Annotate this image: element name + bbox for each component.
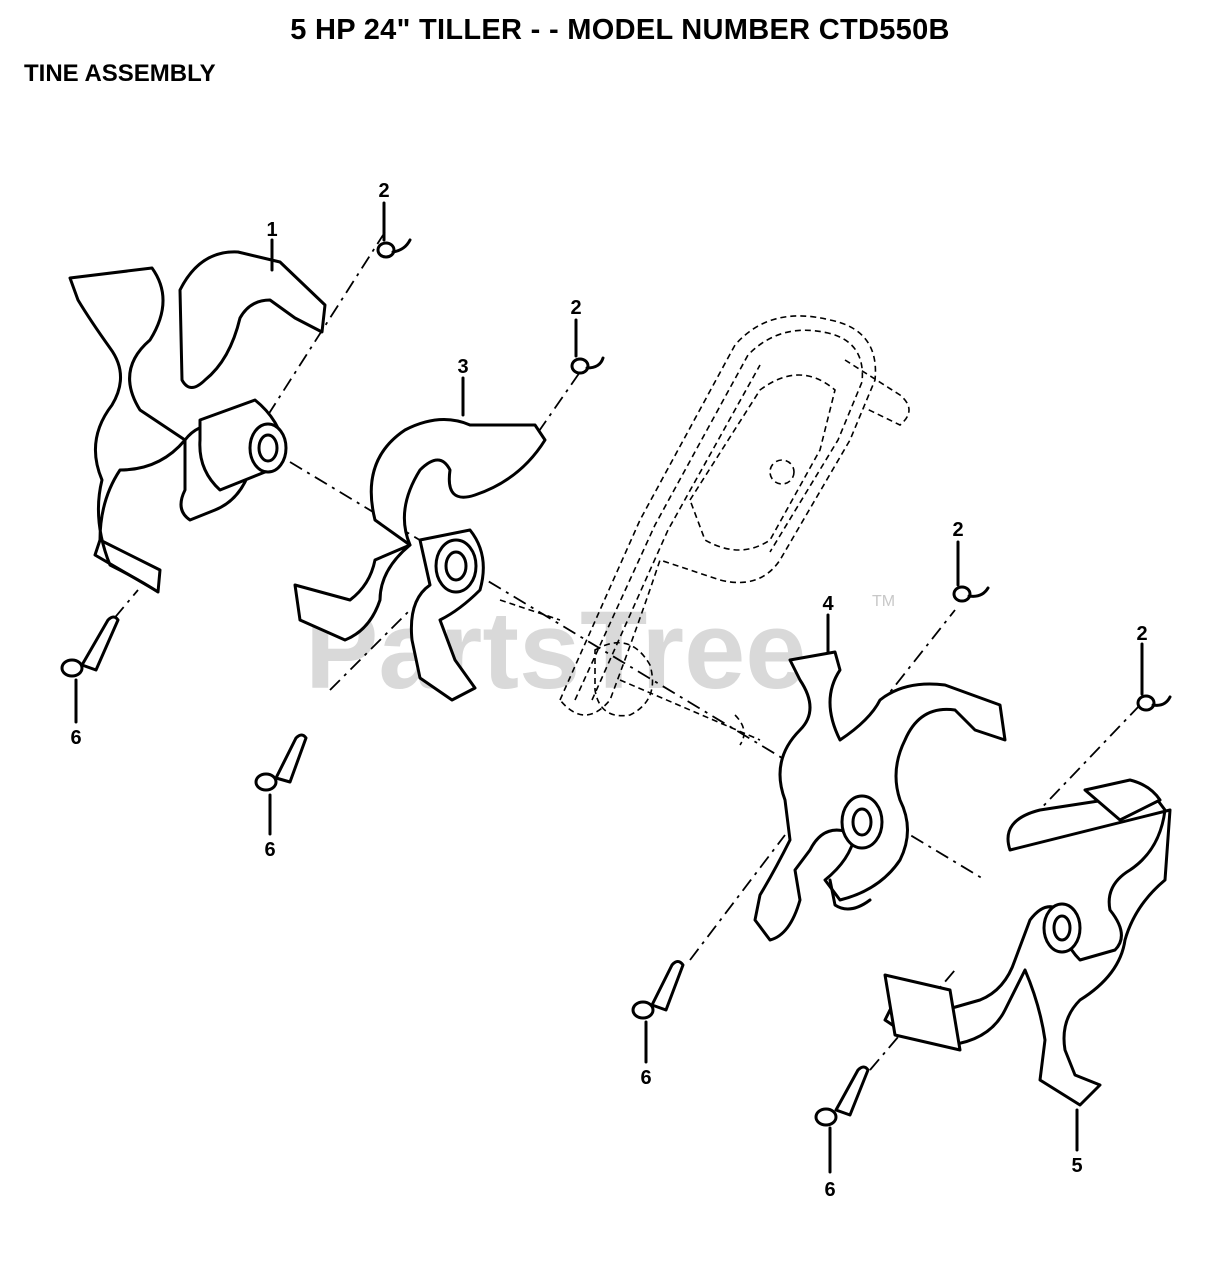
callout-6c: 6 (640, 1067, 651, 1089)
tine-part-4 (753, 650, 1007, 942)
tine-part-1 (68, 250, 327, 594)
bolt-axis-3 (329, 609, 411, 691)
bolt-b (254, 733, 308, 792)
watermark-tm: TM (872, 593, 895, 610)
callout-4: 4 (822, 593, 834, 615)
callout-2c: 2 (952, 519, 963, 541)
leader-lines (74, 201, 1144, 1174)
callout-3: 3 (457, 356, 468, 378)
pin-axis-5 (1029, 704, 1141, 821)
bolt-axis-4 (689, 834, 786, 961)
callout-1: 1 (266, 219, 277, 241)
clevis-pin-b (570, 356, 605, 375)
pin-axis-4 (859, 609, 956, 731)
clevis-pin-a (376, 238, 412, 259)
pin-axis-1 (267, 231, 386, 416)
callout-6a: 6 (70, 727, 81, 749)
callout-2b: 2 (570, 297, 581, 319)
bolt-a (60, 615, 120, 678)
callout-5: 5 (1071, 1155, 1082, 1177)
clevis-pin-c (952, 585, 990, 603)
bolt-d (814, 1065, 870, 1127)
watermark-text: PartsTree (305, 589, 806, 712)
tine-part-5 (883, 778, 1172, 1107)
tine-part-3 (293, 418, 547, 702)
callout-2d: 2 (1136, 623, 1147, 645)
page-title: 5 HP 24" TILLER - - MODEL NUMBER CTD550B (290, 14, 950, 46)
bolt-c (631, 960, 685, 1020)
callout-6b: 6 (264, 839, 275, 861)
transmission-housing (499, 315, 910, 746)
clevis-pin-d (1136, 694, 1172, 712)
callout-2a: 2 (378, 180, 389, 202)
callout-6d: 6 (824, 1179, 835, 1201)
section-title: TINE ASSEMBLY (24, 60, 216, 87)
